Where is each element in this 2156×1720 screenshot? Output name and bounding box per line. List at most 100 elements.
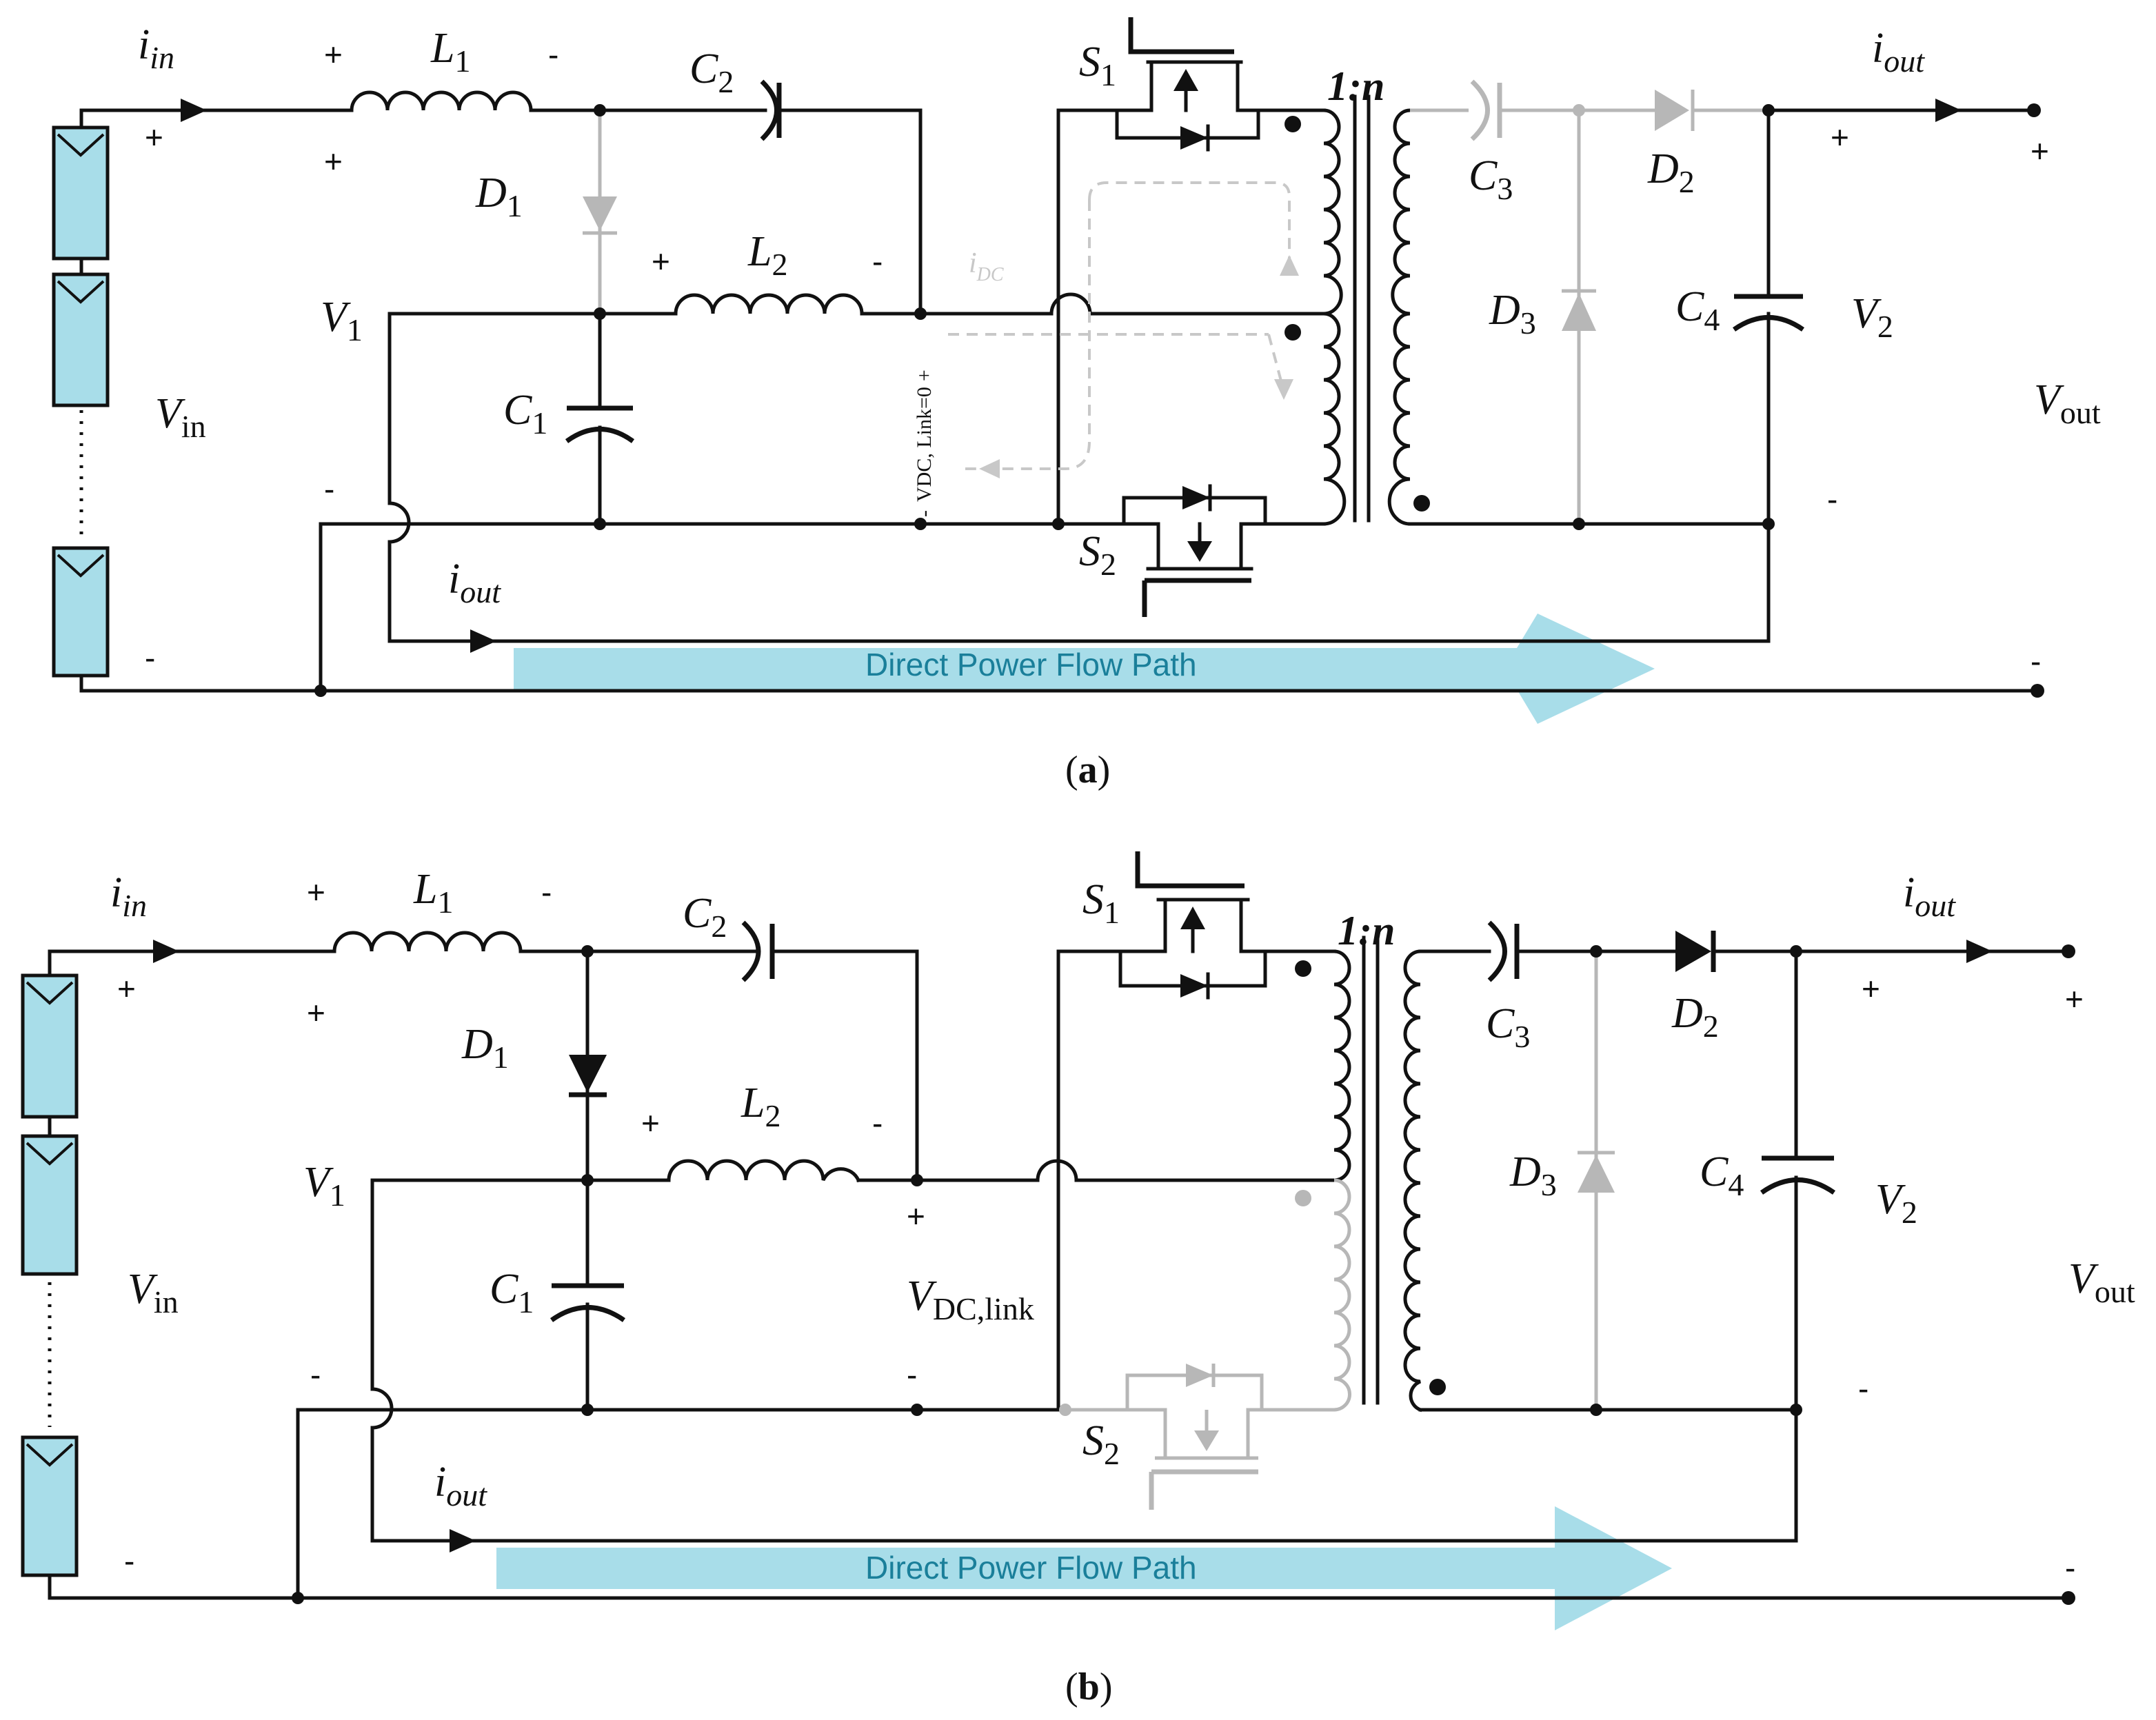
- label-turns-ratio: 1:n: [1327, 63, 1384, 109]
- plus-sign: +: [652, 243, 670, 279]
- label-v1: V1: [321, 294, 363, 347]
- plus-sign: +: [907, 1198, 925, 1234]
- current-arrow-icon: [1935, 99, 1962, 122]
- panel-b: iin + + + - L1 C2 S1 1:n C3 D2 iout + + …: [21, 851, 2135, 1708]
- pv-module-icon: [21, 973, 79, 1119]
- minus-sign: -: [310, 1357, 321, 1393]
- label-l2: L2: [741, 1080, 780, 1133]
- transformer-icon: [1332, 949, 1351, 1182]
- mosfet-icon: [1115, 17, 1260, 152]
- label-l2: L2: [747, 228, 787, 282]
- plus-sign: +: [1862, 971, 1880, 1006]
- caption-b: (b): [1065, 1666, 1112, 1708]
- label-s1: S1: [1082, 876, 1120, 930]
- label-vout: Vout: [2068, 1255, 2135, 1309]
- flow-arrow-icon: [514, 614, 1655, 724]
- caption-a: (a): [1065, 749, 1110, 791]
- label-d3: D3: [1489, 287, 1536, 341]
- pv-module-icon: [21, 1435, 79, 1577]
- current-arrow-icon: [450, 1529, 476, 1552]
- plus-sign: +: [2065, 981, 2084, 1017]
- label-c1: C1: [490, 1266, 534, 1319]
- minus-sign: -: [541, 874, 552, 910]
- inductor-icon: [350, 90, 533, 112]
- current-arrow-icon: [153, 940, 179, 963]
- diode-icon: [1675, 931, 1711, 972]
- transformer-icon: [1322, 108, 1347, 526]
- current-arrow-icon: [470, 629, 496, 653]
- mosfet-icon: [1125, 1364, 1264, 1510]
- plus-sign: +: [2031, 133, 2049, 169]
- label-d1: D1: [475, 170, 523, 223]
- label-i-out-top: iout: [1903, 869, 1956, 923]
- label-c2: C2: [683, 890, 727, 944]
- label-s1: S1: [1079, 39, 1116, 92]
- minus-sign: -: [907, 1357, 917, 1393]
- minus-sign: -: [124, 1543, 134, 1579]
- label-d2: D2: [1671, 990, 1719, 1044]
- minus-sign: -: [145, 640, 155, 676]
- label-c2: C2: [689, 45, 734, 99]
- label-vout: Vout: [2034, 376, 2101, 430]
- label-vdc-link-zero: -VDC, Link=0+: [913, 370, 936, 517]
- label-vdc-link: VDC,link: [907, 1273, 1034, 1326]
- pv-module-icon: [21, 1134, 79, 1276]
- label-c4: C4: [1675, 283, 1720, 337]
- panel-a: iin + + + - L1 C2 S1 1:n C3 D2 iout + + …: [52, 17, 2101, 791]
- plus-sign: +: [324, 37, 343, 72]
- plus-sign: +: [307, 874, 325, 910]
- flow-path-label: Direct Power Flow Path: [865, 1550, 1197, 1586]
- transformer-icon: [1403, 949, 1423, 1413]
- minus-sign: -: [2031, 643, 2041, 679]
- plus-sign: +: [307, 995, 325, 1031]
- label-i-dc: iDC: [969, 247, 1004, 285]
- dc-link-current-path: [948, 181, 1299, 478]
- diode-icon: [1562, 293, 1596, 331]
- minus-sign: -: [1858, 1370, 1868, 1406]
- minus-sign: -: [872, 243, 883, 279]
- inductor-icon: [674, 293, 864, 316]
- inductor-icon: [332, 931, 523, 953]
- plus-sign: +: [324, 143, 343, 179]
- label-i-out-bottom: iout: [448, 556, 501, 609]
- flow-path-label: Direct Power Flow Path: [865, 647, 1197, 682]
- minus-sign: -: [2065, 1550, 2075, 1586]
- flow-arrow-icon: [496, 1506, 1672, 1630]
- inductor-icon: [667, 1159, 861, 1183]
- label-i-out-bottom: iout: [434, 1459, 487, 1512]
- plus-sign: +: [1831, 119, 1849, 155]
- label-d1: D1: [461, 1021, 509, 1075]
- label-v1: V1: [303, 1159, 345, 1213]
- transformer-icon: [1333, 1178, 1351, 1412]
- current-arrow-icon: [1966, 940, 1993, 963]
- label-turns-ratio: 1:n: [1338, 908, 1395, 953]
- minus-sign: -: [324, 471, 334, 507]
- label-s2: S2: [1079, 528, 1116, 582]
- label-c3: C3: [1486, 1000, 1530, 1054]
- diode-icon: [569, 1055, 607, 1093]
- label-vin: Vin: [128, 1266, 179, 1319]
- diode-icon: [1578, 1155, 1615, 1193]
- current-arrow-icon: [181, 99, 207, 122]
- plus-sign: +: [145, 119, 163, 155]
- label-v2: V2: [1875, 1176, 1917, 1230]
- transformer-icon: [1387, 108, 1412, 526]
- pv-module-icon: [52, 546, 110, 678]
- minus-sign: -: [548, 37, 558, 72]
- label-c1: C1: [503, 387, 547, 441]
- capacitor-icon: [1487, 920, 1520, 982]
- label-v2: V2: [1851, 290, 1893, 344]
- label-vin: Vin: [155, 390, 206, 444]
- label-i-out-top: iout: [1872, 25, 1925, 79]
- capacitor-icon: [1470, 79, 1502, 141]
- diode-icon: [583, 196, 617, 231]
- mosfet-icon: [1122, 484, 1267, 617]
- pv-string: [52, 108, 110, 693]
- pv-module-icon: [52, 125, 110, 261]
- label-l1: L1: [413, 866, 453, 920]
- plus-sign: +: [117, 971, 136, 1006]
- minus-sign: -: [872, 1105, 883, 1141]
- mosfet-icon: [1118, 851, 1267, 1000]
